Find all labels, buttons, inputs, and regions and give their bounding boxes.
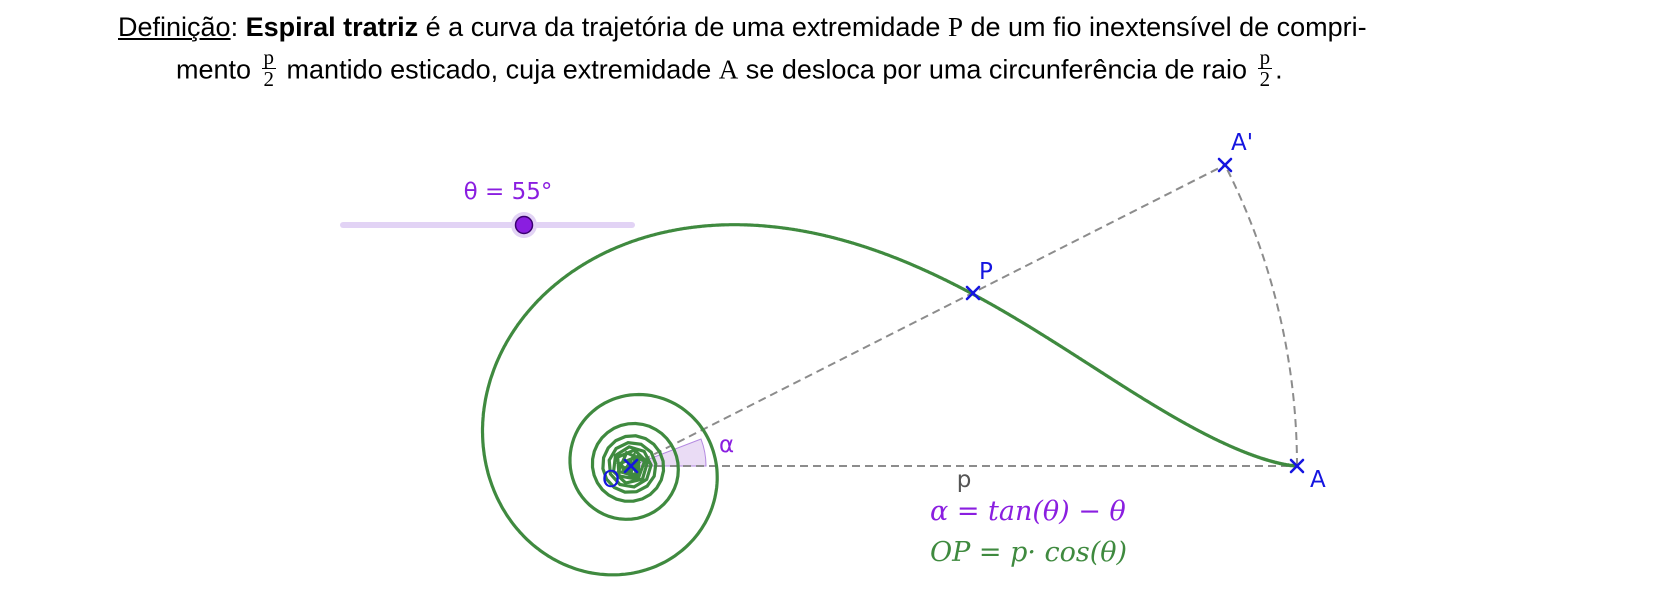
arc-a-a-prime	[1224, 164, 1298, 467]
definition-point-a: A	[718, 54, 739, 85]
point-p-label: P	[979, 259, 993, 285]
theta-slider[interactable]	[340, 212, 635, 238]
point-o-marker[interactable]	[623, 458, 639, 474]
slider-handle[interactable]	[514, 215, 534, 235]
definition-line-1: Definição: Espiral tratriz é a curva da …	[118, 12, 1367, 42]
formula-op: OP = p· cos(θ)	[930, 537, 1127, 568]
point-o-label: O	[602, 467, 620, 493]
segment-p-label: p	[957, 467, 972, 493]
point-a-marker[interactable]	[1289, 458, 1305, 474]
point-a-label: A	[1310, 467, 1326, 493]
angle-alpha-label: α	[719, 432, 734, 458]
point-p-marker[interactable]	[965, 285, 981, 301]
definition-point-p: P	[947, 12, 963, 42]
point-a-prime-label: A'	[1231, 130, 1253, 156]
formula-alpha: α = tan(θ) − θ	[930, 496, 1126, 527]
point-a-prime-marker[interactable]	[1217, 157, 1233, 173]
definition-term: Espiral tratriz	[245, 12, 419, 42]
tractrix-spiral-curve	[480, 223, 1299, 577]
definition-label: Definição	[118, 12, 231, 42]
segment-oa-prime	[630, 164, 1226, 467]
slider-label: θ = 55°	[464, 179, 553, 205]
